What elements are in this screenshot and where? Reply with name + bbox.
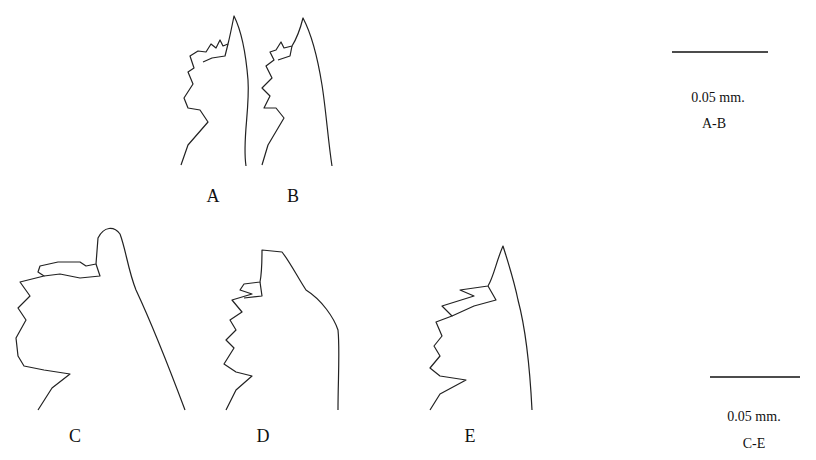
scale-group: C-E [743,437,766,451]
tooth-detail-e [452,286,496,316]
figure-letter: A [207,187,220,205]
mandible-outline-d [224,250,339,410]
mandible-outline-c [16,228,185,410]
mandible-outline-e [430,246,532,410]
mandible-outline-a [181,16,248,166]
scale-bar [672,51,768,53]
scale-group: A-B [702,117,726,131]
scale-value: 0.05 mm. [727,410,780,424]
figure-letter: E [465,427,476,445]
tooth-detail-d [244,282,262,298]
figure-letter: C [69,427,81,445]
tooth-detail-c [44,264,100,278]
figure-letter: B [287,187,299,205]
tooth-detail-a [203,44,228,62]
scale-value: 0.05 mm. [691,91,744,105]
tooth-detail-b [278,46,292,60]
figure-letter: D [257,427,270,445]
mandible-outline-b [262,18,332,166]
scale-bar [710,376,800,378]
